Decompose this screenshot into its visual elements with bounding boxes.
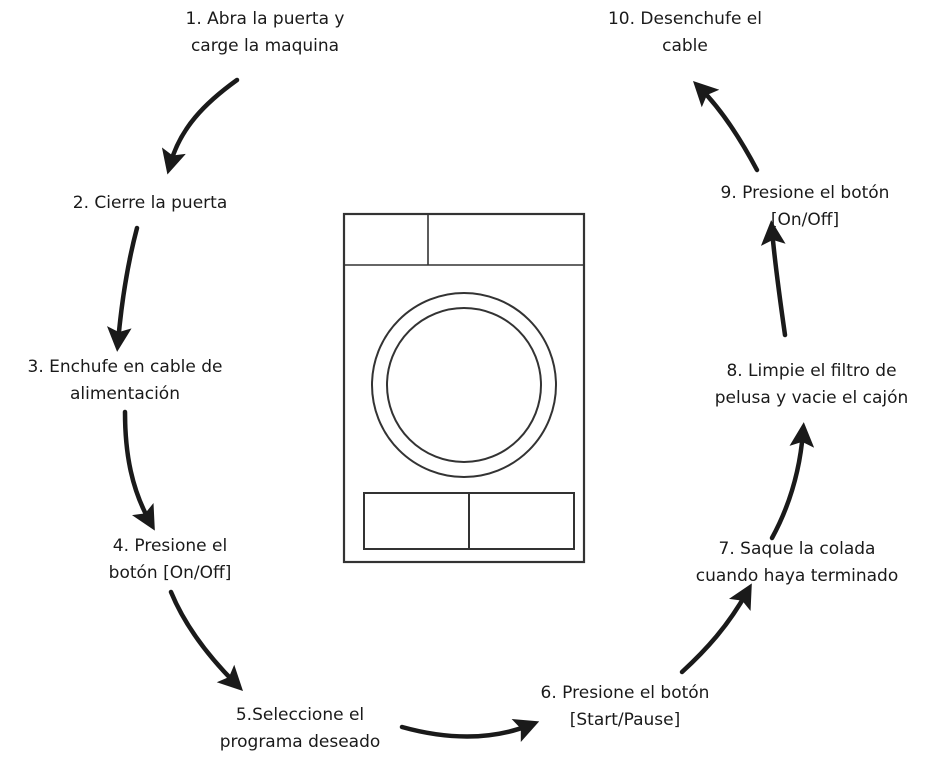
- step-9-line-1: 9. Presione el botón: [720, 183, 890, 203]
- washing-machine-icon: [342, 212, 586, 564]
- step-7-line-2: cuando haya terminado: [695, 566, 899, 586]
- arrow-2-to-3: [106, 225, 140, 352]
- step-5-label: 5.Seleccione el programa deseado: [195, 702, 405, 756]
- step-2-label: 2. Cierre la puerta: [30, 190, 270, 217]
- machine-body: [342, 212, 586, 564]
- arrow-3-to-4: [122, 409, 155, 531]
- step-8-label: 8. Limpie el filtro de pelusa y vacie el…: [680, 358, 943, 412]
- step-10-line-1: 10. Desenchufe el: [607, 9, 762, 29]
- arrow-5-to-6: [399, 719, 540, 743]
- arrow-9-to-10: [693, 80, 760, 173]
- step-7-line-1: 7. Saque la colada: [718, 539, 876, 559]
- machine-door-outer: [371, 292, 557, 478]
- step-6-label: 6. Presione el botón [Start/Pause]: [510, 680, 740, 734]
- step-9-line-2: [On/Off]: [770, 210, 840, 230]
- step-1-label: 1. Abra la puerta y carge la maquina: [150, 6, 380, 60]
- step-10-label: 10. Desenchufe el cable: [565, 6, 805, 60]
- step-3-line-2: alimentación: [70, 384, 180, 404]
- step-10-line-2: cable: [662, 36, 708, 56]
- step-9-label: 9. Presione el botón [On/Off]: [690, 180, 920, 234]
- arrow-4-to-5: [168, 589, 243, 692]
- step-7-label: 7. Saque la colada cuando haya terminado: [662, 536, 932, 590]
- machine-door-inner: [386, 307, 542, 463]
- step-3-label: 3. Enchufe en cable de alimentación: [0, 354, 250, 408]
- step-2-line-1: 2. Cierre la puerta: [72, 193, 228, 213]
- step-1-line-1: 1. Abra la puerta y: [185, 9, 345, 29]
- step-4-label: 4. Presione el botón [On/Off]: [60, 533, 280, 587]
- step-5-line-2: programa deseado: [219, 732, 381, 752]
- step-3-line-1: 3. Enchufe en cable de: [27, 357, 223, 377]
- step-6-line-1: 6. Presione el botón: [540, 683, 710, 703]
- step-1-line-2: carge la maquina: [190, 36, 340, 56]
- arrow-7-to-8: [769, 422, 815, 541]
- step-8-line-1: 8. Limpie el filtro de: [726, 361, 897, 381]
- arrow-6-to-7: [679, 583, 752, 675]
- step-6-line-2: [Start/Pause]: [569, 710, 681, 730]
- step-4-line-1: 4. Presione el: [112, 536, 228, 556]
- step-5-line-1: 5.Seleccione el: [235, 705, 365, 725]
- arrow-8-to-9: [760, 220, 788, 338]
- step-8-line-2: pelusa y vacie el cajón: [714, 388, 909, 408]
- arrow-1-to-2: [161, 77, 240, 175]
- step-4-line-2: botón [On/Off]: [108, 563, 232, 583]
